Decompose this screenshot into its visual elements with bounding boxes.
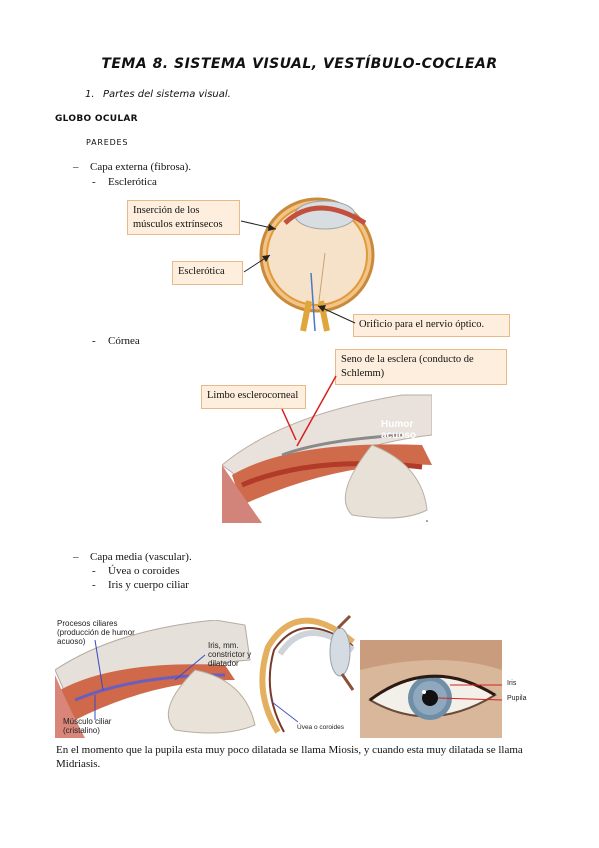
callout-seno-esclera: Seno de la esclera (conducto de Schlemm) [335, 349, 507, 385]
item-cornea: Córnea [108, 335, 140, 347]
item-iris-cuerpo-ciliar: Iris y cuerpo ciliar [108, 579, 189, 591]
bullet-dash: – [73, 551, 79, 563]
section-number: 1. [85, 89, 95, 100]
cornea-limbus-illustration [222, 394, 432, 523]
item-esclerotica: Esclerótica [108, 176, 157, 188]
label-pupila: Pupila [507, 695, 527, 702]
heading-globo-ocular: GLOBO OCULAR [55, 114, 138, 124]
bullet-dash: – [73, 161, 79, 173]
ciliary-body-illustration [55, 620, 256, 738]
bullet-dash: - [92, 579, 96, 591]
section-title: Partes del sistema visual. [103, 89, 231, 100]
eye-photo-illustration [360, 640, 502, 738]
paragraph-miosis-midriasis: En el momento que la pupila esta muy poc… [56, 744, 523, 771]
bullet-dash: - [92, 565, 96, 577]
page-title: TEMA 8. SISTEMA VISUAL, VESTÍBULO-COCLEA… [101, 56, 498, 72]
callout-orificio: Orificio para el nervio óptico. [353, 314, 510, 337]
bullet-dash: - [92, 176, 96, 188]
label-musculo-ciliar: Músculo ciliar (cristalino) [63, 717, 112, 736]
label-iris-mm: Iris, mm. constrictor y dilatador [208, 641, 252, 669]
label-iris: Iris [507, 680, 517, 687]
bullet-dash: - [92, 335, 96, 347]
callout-insercion: Inserción de los músculos extrínsecos [127, 200, 240, 235]
callout-esclerotica: Esclerótica [172, 261, 243, 285]
uvea-illustration [259, 614, 355, 734]
callout-limbo: Limbo esclerocorneal [201, 385, 306, 409]
item-uvea: Úvea o coroides [108, 565, 180, 577]
label-humor-acuoso: Humor acuoso [381, 419, 417, 441]
eye-cross-section-illustration [259, 197, 375, 332]
subheading-paredes: PAREDES [86, 138, 129, 147]
capa-media-label: Capa media (vascular). [90, 551, 192, 563]
capa-externa-label: Capa externa (fibrosa). [90, 161, 192, 173]
label-procesos-ciliares: Procesos ciliares (producción de humor a… [57, 619, 135, 647]
label-uvea: Úvea o coroides [297, 724, 344, 731]
